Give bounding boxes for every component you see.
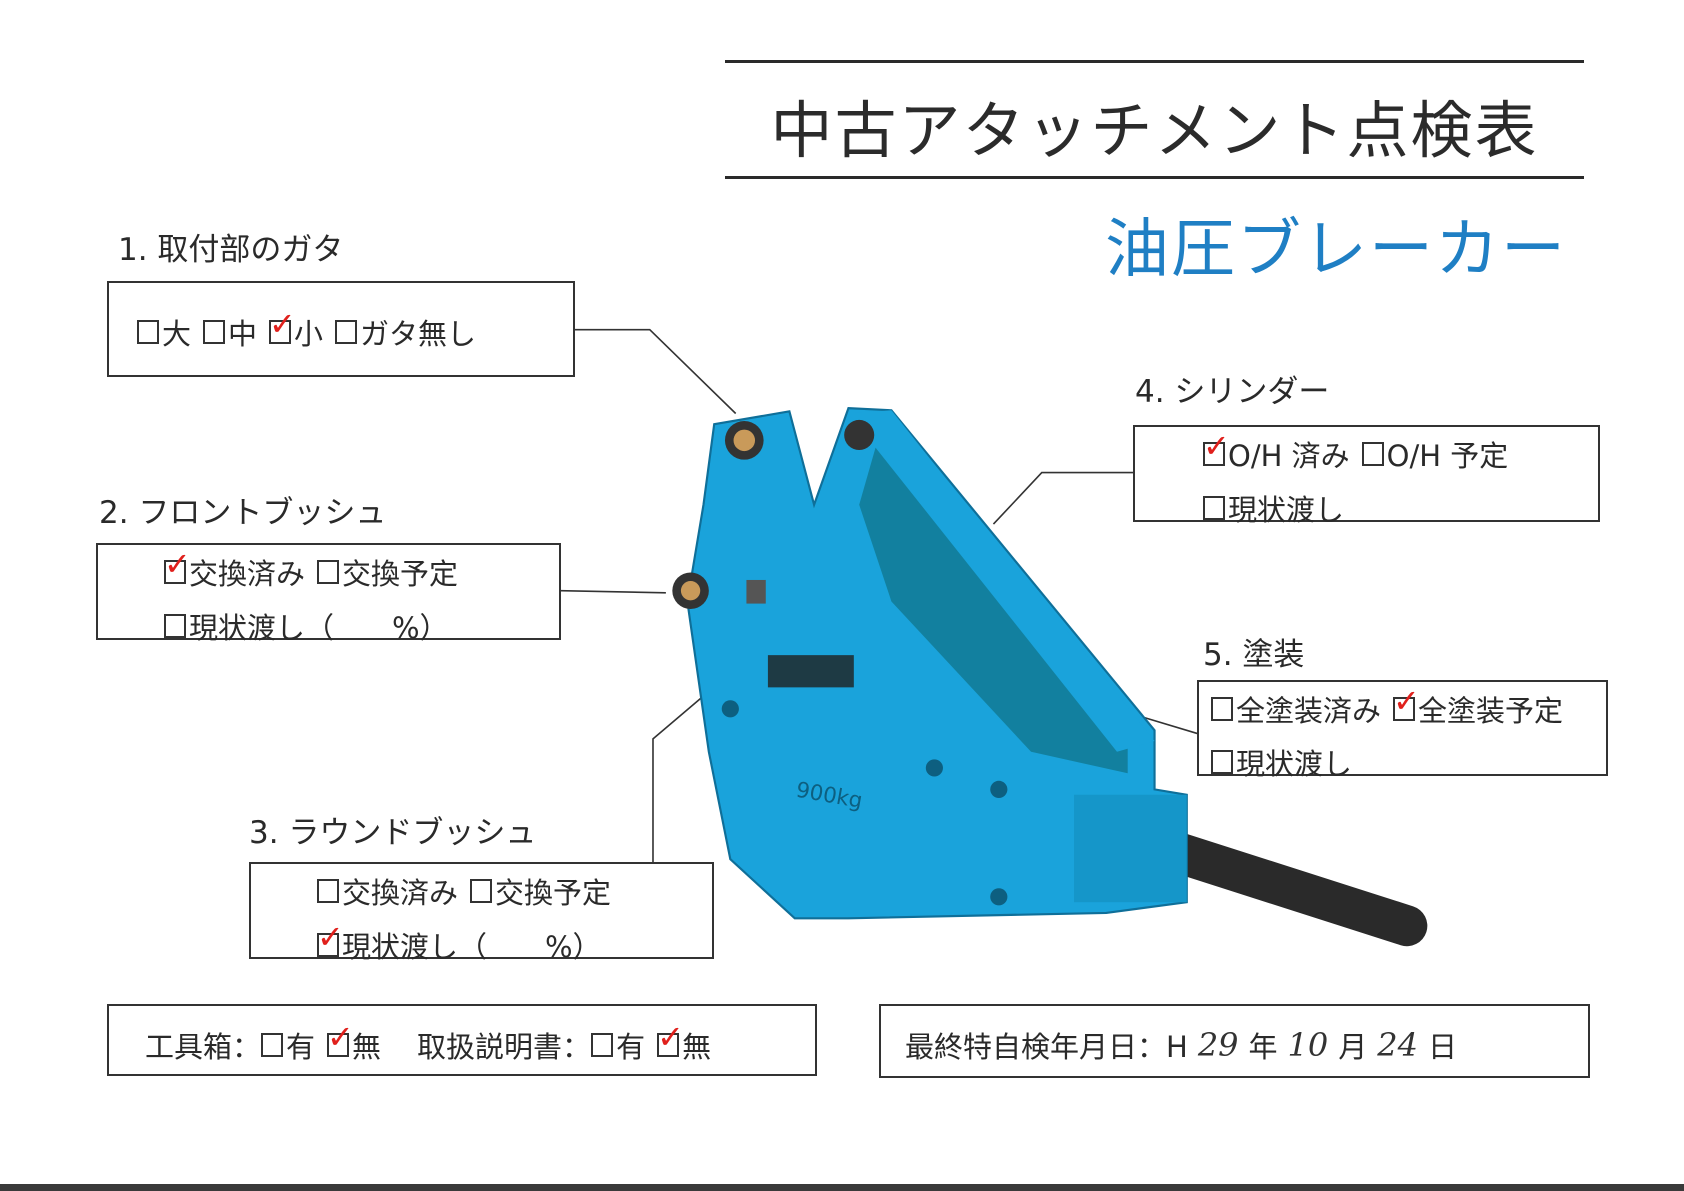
checkbox-option[interactable]: 交換予定 bbox=[317, 551, 458, 593]
red-check-icon: ✓ bbox=[1393, 682, 1420, 720]
checkbox-label: 大 bbox=[162, 317, 192, 351]
checkbox-label: 無 bbox=[352, 1030, 382, 1064]
page-subtitle: 油圧ブレーカー bbox=[1105, 213, 1567, 287]
year-unit: 年 bbox=[1248, 1030, 1278, 1064]
inspection-month[interactable]: 10 bbox=[1287, 1026, 1329, 1064]
empty-box-icon[interactable] bbox=[137, 320, 159, 344]
checkbox-label: 全塗装済み bbox=[1236, 694, 1382, 728]
toolbox-label: 工具箱： bbox=[145, 1030, 262, 1064]
inspection-date-box: 最終特自検年月日：H 29 年 10 月 24 日 bbox=[879, 1004, 1590, 1078]
red-check-icon: ✓ bbox=[657, 1018, 684, 1056]
empty-box-icon[interactable] bbox=[1361, 442, 1384, 466]
empty-box-icon[interactable] bbox=[1211, 750, 1233, 774]
empty-box-icon[interactable] bbox=[591, 1033, 614, 1057]
checkbox-option[interactable]: 有 bbox=[591, 1024, 645, 1066]
checkbox-label: 現状渡し（ %） bbox=[342, 930, 602, 964]
title-bottom-rule bbox=[725, 176, 1584, 179]
section-1-box: 大 中 ✓小 ガタ無し bbox=[107, 281, 575, 377]
title-top-rule bbox=[725, 60, 1584, 63]
section-3-box: 交換済み 交換予定 ✓現状渡し（ %） bbox=[249, 862, 714, 964]
empty-box-icon[interactable] bbox=[261, 1033, 284, 1057]
section-4-box: ✓O/H 済み O/H 予定 現状渡し bbox=[1133, 425, 1600, 527]
red-check-icon: ✓ bbox=[269, 305, 296, 343]
empty-box-icon[interactable] bbox=[317, 879, 339, 903]
checkbox-option[interactable]: ✓無 bbox=[327, 1021, 382, 1066]
checkbox-label: O/H 済み bbox=[1228, 439, 1350, 473]
section-5-box: 全塗装済み ✓全塗装予定 現状渡し bbox=[1197, 680, 1608, 781]
checkbox-option[interactable]: O/H 予定 bbox=[1361, 433, 1509, 475]
checkbox-option[interactable]: ✓現状渡し（ %） bbox=[317, 921, 602, 966]
empty-box-icon[interactable] bbox=[1203, 496, 1225, 520]
checkbox-label: 無 bbox=[682, 1030, 712, 1064]
section-1-row: 大 中 ✓小 ガタ無し bbox=[137, 308, 488, 353]
checkbox-label: 交換済み bbox=[342, 876, 459, 910]
checkbox-option[interactable]: ✓小 bbox=[269, 308, 324, 353]
red-check-icon: ✓ bbox=[164, 545, 191, 583]
checkbox-label: 交換予定 bbox=[342, 557, 459, 591]
section-5-label: 5. 塗装 bbox=[1203, 637, 1305, 673]
checked-box-icon[interactable]: ✓ bbox=[1393, 685, 1420, 721]
checkbox-option[interactable]: ✓全塗装予定 bbox=[1393, 685, 1564, 730]
checkbox-label: 中 bbox=[228, 317, 258, 351]
checkbox-option[interactable]: 有 bbox=[261, 1024, 315, 1066]
checkbox-option[interactable]: 現状渡し bbox=[1203, 487, 1344, 529]
checkbox-label: ガタ無し bbox=[360, 317, 477, 351]
checkbox-option[interactable]: 交換予定 bbox=[470, 870, 611, 912]
checkbox-option[interactable]: 全塗装済み bbox=[1211, 688, 1381, 730]
checkbox-option[interactable]: 大 bbox=[137, 311, 191, 353]
checkbox-option[interactable]: 現状渡し（ %） bbox=[164, 605, 449, 647]
checkbox-label: 有 bbox=[616, 1030, 646, 1064]
empty-box-icon[interactable] bbox=[335, 320, 358, 344]
section-2-label: 2. フロントブッシュ bbox=[99, 495, 387, 531]
page-title: 中古アタッチメント点検表 bbox=[770, 94, 1539, 167]
checked-box-icon[interactable]: ✓ bbox=[657, 1021, 684, 1057]
checkbox-label: 現状渡し bbox=[1228, 493, 1345, 527]
checked-box-icon[interactable]: ✓ bbox=[1203, 430, 1230, 466]
inspection-year[interactable]: 29 bbox=[1197, 1026, 1239, 1064]
section-4-label: 4. シリンダー bbox=[1135, 374, 1330, 410]
day-unit: 日 bbox=[1428, 1030, 1458, 1064]
checkbox-option[interactable]: 交換済み bbox=[317, 870, 458, 912]
checkbox-label: 現状渡し bbox=[1236, 747, 1353, 781]
checkbox-option[interactable]: ガタ無し bbox=[335, 311, 476, 353]
empty-box-icon[interactable] bbox=[470, 879, 493, 903]
section-3-label: 3. ラウンドブッシュ bbox=[249, 815, 537, 851]
empty-box-icon[interactable] bbox=[317, 560, 340, 584]
checkbox-option[interactable]: ✓O/H 済み bbox=[1203, 430, 1350, 475]
checked-box-icon[interactable]: ✓ bbox=[269, 308, 296, 344]
checkbox-option[interactable]: 現状渡し bbox=[1211, 741, 1352, 783]
checkbox-label: 小 bbox=[294, 317, 324, 351]
checked-box-icon[interactable]: ✓ bbox=[317, 921, 344, 957]
leader-lines bbox=[560, 328, 1198, 863]
checkbox-label: 有 bbox=[286, 1030, 316, 1064]
section-2-box: ✓交換済み 交換予定 現状渡し（ %） bbox=[96, 543, 561, 645]
red-check-icon: ✓ bbox=[327, 1018, 354, 1056]
checkbox-label: 全塗装予定 bbox=[1418, 694, 1564, 728]
empty-box-icon[interactable] bbox=[203, 320, 226, 344]
empty-box-icon[interactable] bbox=[1211, 697, 1233, 721]
red-check-icon: ✓ bbox=[317, 918, 344, 956]
checkbox-label: O/H 予定 bbox=[1386, 439, 1509, 473]
checkbox-option[interactable]: ✓無 bbox=[657, 1021, 712, 1066]
checked-box-icon[interactable]: ✓ bbox=[327, 1021, 354, 1057]
checkbox-label: 交換済み bbox=[189, 557, 306, 591]
manual-label: 取扱説明書： bbox=[417, 1030, 592, 1064]
month-unit: 月 bbox=[1338, 1030, 1368, 1064]
inspection-label: 最終特自検年月日：H bbox=[905, 1030, 1188, 1064]
accessories-box: 工具箱： 有✓無 取扱説明書： 有✓無 bbox=[107, 1004, 817, 1076]
checkbox-label: 交換予定 bbox=[495, 876, 612, 910]
checkbox-option[interactable]: ✓交換済み bbox=[164, 548, 306, 593]
scan-edge bbox=[0, 1184, 1684, 1191]
checked-box-icon[interactable]: ✓ bbox=[164, 548, 191, 584]
empty-box-icon[interactable] bbox=[164, 614, 186, 638]
section-1-label: 1. 取付部のガタ bbox=[118, 232, 344, 268]
checkbox-label: 現状渡し（ %） bbox=[189, 611, 449, 645]
checkbox-option[interactable]: 中 bbox=[203, 311, 257, 353]
inspection-day[interactable]: 24 bbox=[1377, 1026, 1418, 1064]
red-check-icon: ✓ bbox=[1203, 427, 1230, 465]
chisel bbox=[1144, 828, 1428, 947]
